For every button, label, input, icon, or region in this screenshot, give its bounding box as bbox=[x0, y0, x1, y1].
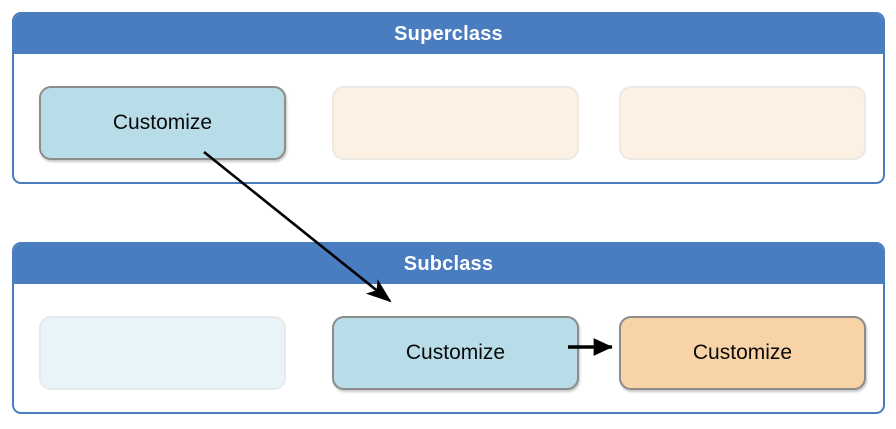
class-header-superclass: Superclass bbox=[14, 14, 883, 54]
class-body-subclass: Customize Customize bbox=[14, 284, 883, 412]
member-label: Customize bbox=[112, 111, 213, 134]
member-box-subclass-0[interactable] bbox=[39, 316, 286, 390]
member-box-subclass-2[interactable]: Customize bbox=[619, 316, 866, 390]
member-box-subclass-1[interactable]: Customize bbox=[332, 316, 579, 390]
member-box-superclass-1[interactable] bbox=[332, 86, 579, 160]
class-header-subclass: Subclass bbox=[14, 244, 883, 284]
class-group-subclass: Subclass Customize Customize bbox=[12, 242, 885, 414]
member-label: Customize bbox=[692, 341, 793, 364]
member-box-superclass-2[interactable] bbox=[619, 86, 866, 160]
member-box-superclass-0[interactable]: Customize bbox=[39, 86, 286, 160]
class-body-superclass: Customize bbox=[14, 54, 883, 182]
member-label: Customize bbox=[405, 341, 506, 364]
class-group-superclass: Superclass Customize bbox=[12, 12, 885, 184]
